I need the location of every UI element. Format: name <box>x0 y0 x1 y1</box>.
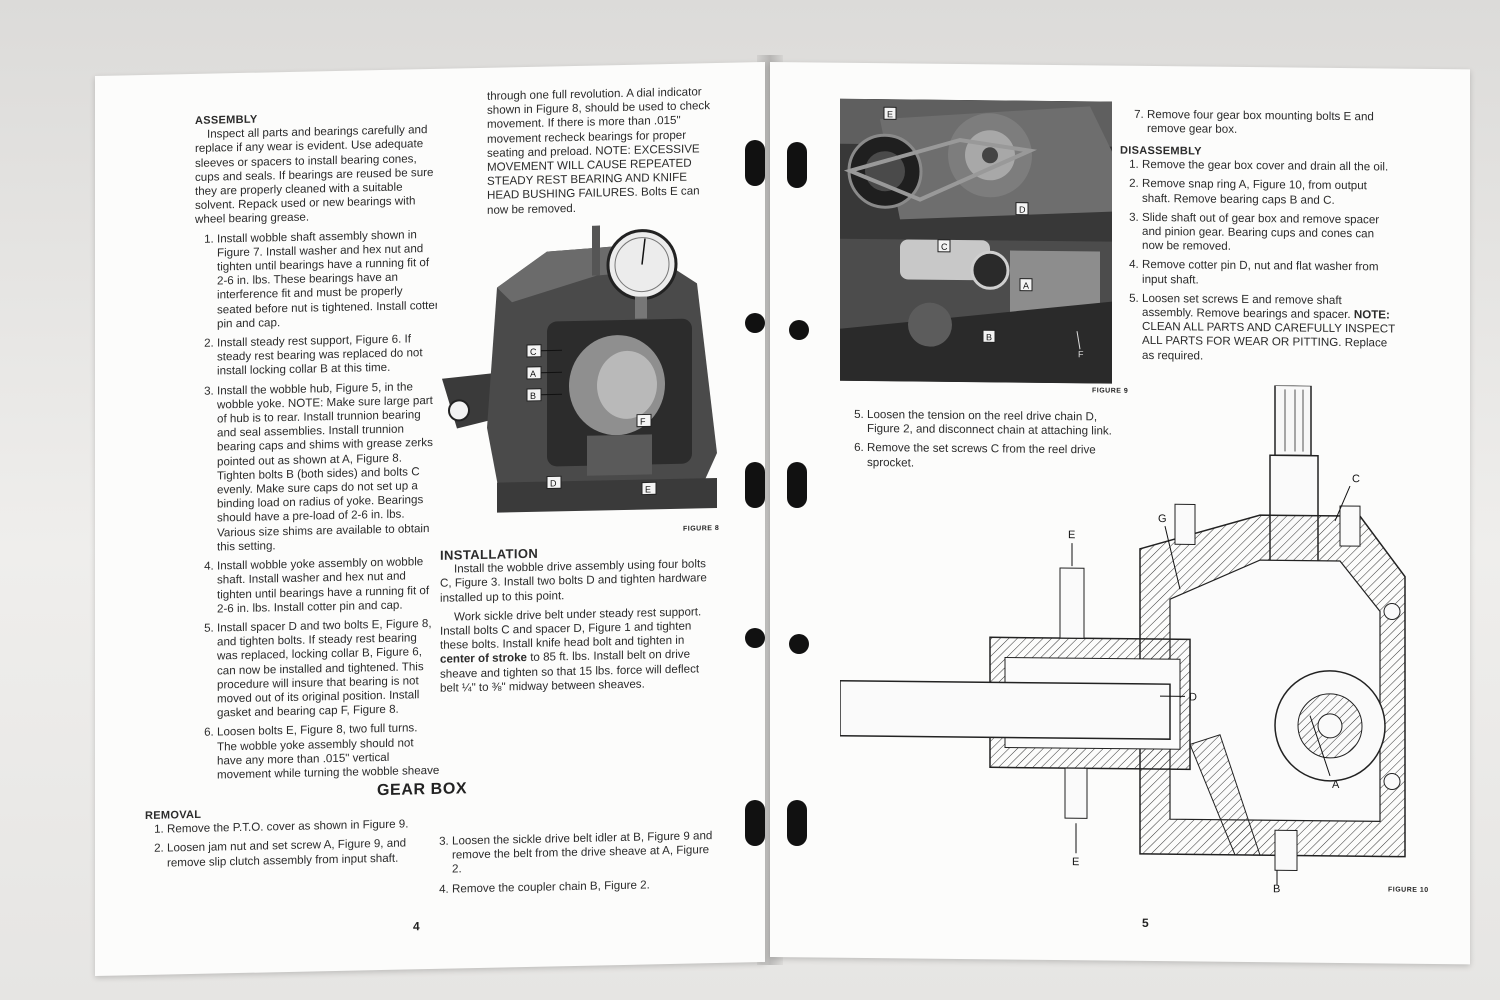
figure-10-drawing: G C E D A E B <box>840 381 1435 897</box>
disassembly-steps: Remove the gear box cover and drain all … <box>1120 158 1395 366</box>
installation-paragraph-1: Install the wobble drive assembly using … <box>440 557 707 605</box>
binder-hole <box>745 800 765 846</box>
assembly-step: Install spacer D and two bolts E, Figure… <box>217 617 440 721</box>
figure-8-label: FIGURE 8 <box>683 524 720 533</box>
fig9-callout: A <box>1023 281 1029 291</box>
fig10-callout: A <box>1332 779 1340 791</box>
binder-hole <box>745 628 765 648</box>
fig8-callout: A <box>530 369 536 379</box>
gearbox-title: GEAR BOX <box>377 780 468 800</box>
fig10-callout: G <box>1158 513 1167 525</box>
fig8-callout: B <box>530 391 536 401</box>
removal-step: Loosen the sickle drive belt idler at B,… <box>452 829 720 877</box>
assembly-step: Install wobble shaft assembly shown in F… <box>217 227 440 331</box>
disassembly-step: Loosen set screws E and remove shaft ass… <box>1142 292 1395 366</box>
fig10-callout: D <box>1189 691 1197 703</box>
fig10-callout: E <box>1072 856 1079 868</box>
binder-hole <box>745 462 765 508</box>
removal-steps-col1: Remove the P.T.O. cover as shown in Figu… <box>145 818 415 871</box>
binder-hole <box>787 462 807 508</box>
disassembly-step: Slide shaft out of gear box and remove s… <box>1142 211 1395 256</box>
fig8-callout: F <box>640 416 646 426</box>
disassembly-step: Remove cotter pin D, nut and flat washer… <box>1142 258 1395 289</box>
removal-steps-col4: Remove four gear box mounting bolts E an… <box>1125 108 1405 139</box>
page-left: ASSEMBLY Inspect all parts and bearings … <box>95 62 765 977</box>
installation-paragraph-2: Work sickle drive belt under steady rest… <box>440 605 702 695</box>
fig8-callout: D <box>550 478 557 488</box>
disassembly-step: Remove the gear box cover and drain all … <box>1142 158 1395 175</box>
assembly-step: Install the wobble hub, Figure 5, in the… <box>217 379 440 554</box>
assembly-step: Loosen bolts E, Figure 8, two full turns… <box>217 721 440 782</box>
figure-8-illustration: C A B F D E <box>437 222 727 524</box>
binder-hole <box>745 313 765 333</box>
figure-9-photo: E D C A B F <box>840 98 1112 384</box>
removal-step: Loosen jam nut and set screw A, Figure 9… <box>167 837 415 871</box>
binder-hole <box>789 320 809 340</box>
page-number-left: 4 <box>413 919 420 934</box>
removal-steps-col2: Loosen the sickle drive belt idler at B,… <box>430 829 720 897</box>
fig9-callout: C <box>941 242 948 252</box>
fig10-callout: B <box>1273 883 1280 895</box>
fig10-callout: C <box>1352 473 1360 485</box>
page-right: E D C A B F FIGURE 9 Loosen the tension … <box>770 62 1470 965</box>
removal-step: Remove the coupler chain B, Figure 2. <box>452 877 720 897</box>
assembly-intro: Inspect all parts and bearings carefully… <box>195 123 434 227</box>
removal-section: REMOVAL Remove the P.T.O. cover as shown… <box>145 803 415 875</box>
binder-hole <box>745 140 765 186</box>
fig8-callout: E <box>645 484 651 494</box>
binder-hole <box>787 142 807 188</box>
step-7-wrap: Remove four gear box mounting bolts E an… <box>1125 108 1405 144</box>
fig9-callout: E <box>887 109 893 119</box>
figure-10-illustration: G C E D A E B <box>840 384 1406 895</box>
fig9-callout: D <box>1019 205 1026 215</box>
disassembly-section: DISASSEMBLY Remove the gear box cover an… <box>1120 144 1395 371</box>
fig8-callout: C <box>530 347 537 357</box>
continued-text: through one full revolution. A dial indi… <box>487 85 710 217</box>
fig9-callout: B <box>986 332 992 342</box>
assembly-steps: Install wobble shaft assembly shown in F… <box>195 227 440 783</box>
fig9-callout: F <box>1078 349 1084 359</box>
removal-step: Remove four gear box mounting bolts E an… <box>1147 108 1405 139</box>
removal-steps-col2-wrap: Loosen the sickle drive belt idler at B,… <box>430 829 720 902</box>
assembly-step: Install wobble yoke assembly on wobble s… <box>217 555 440 616</box>
installation-section: INSTALLATION Install the wobble drive as… <box>440 543 720 701</box>
figure-9-illustration: E D C A B F <box>840 98 1112 384</box>
disassembly-step: Remove snap ring A, Figure 10, from outp… <box>1142 177 1395 208</box>
binder-hole <box>787 800 807 846</box>
binder-hole <box>789 634 809 654</box>
figure-8-photo: C A B F D E <box>437 222 727 524</box>
assembly-section: ASSEMBLY Inspect all parts and bearings … <box>195 109 440 788</box>
figure-10-label: FIGURE 10 <box>1388 886 1429 894</box>
page-number-right: 5 <box>1142 915 1149 930</box>
assembly-step: Install steady rest support, Figure 6. I… <box>217 332 440 379</box>
fig10-callout: E <box>1068 529 1075 541</box>
